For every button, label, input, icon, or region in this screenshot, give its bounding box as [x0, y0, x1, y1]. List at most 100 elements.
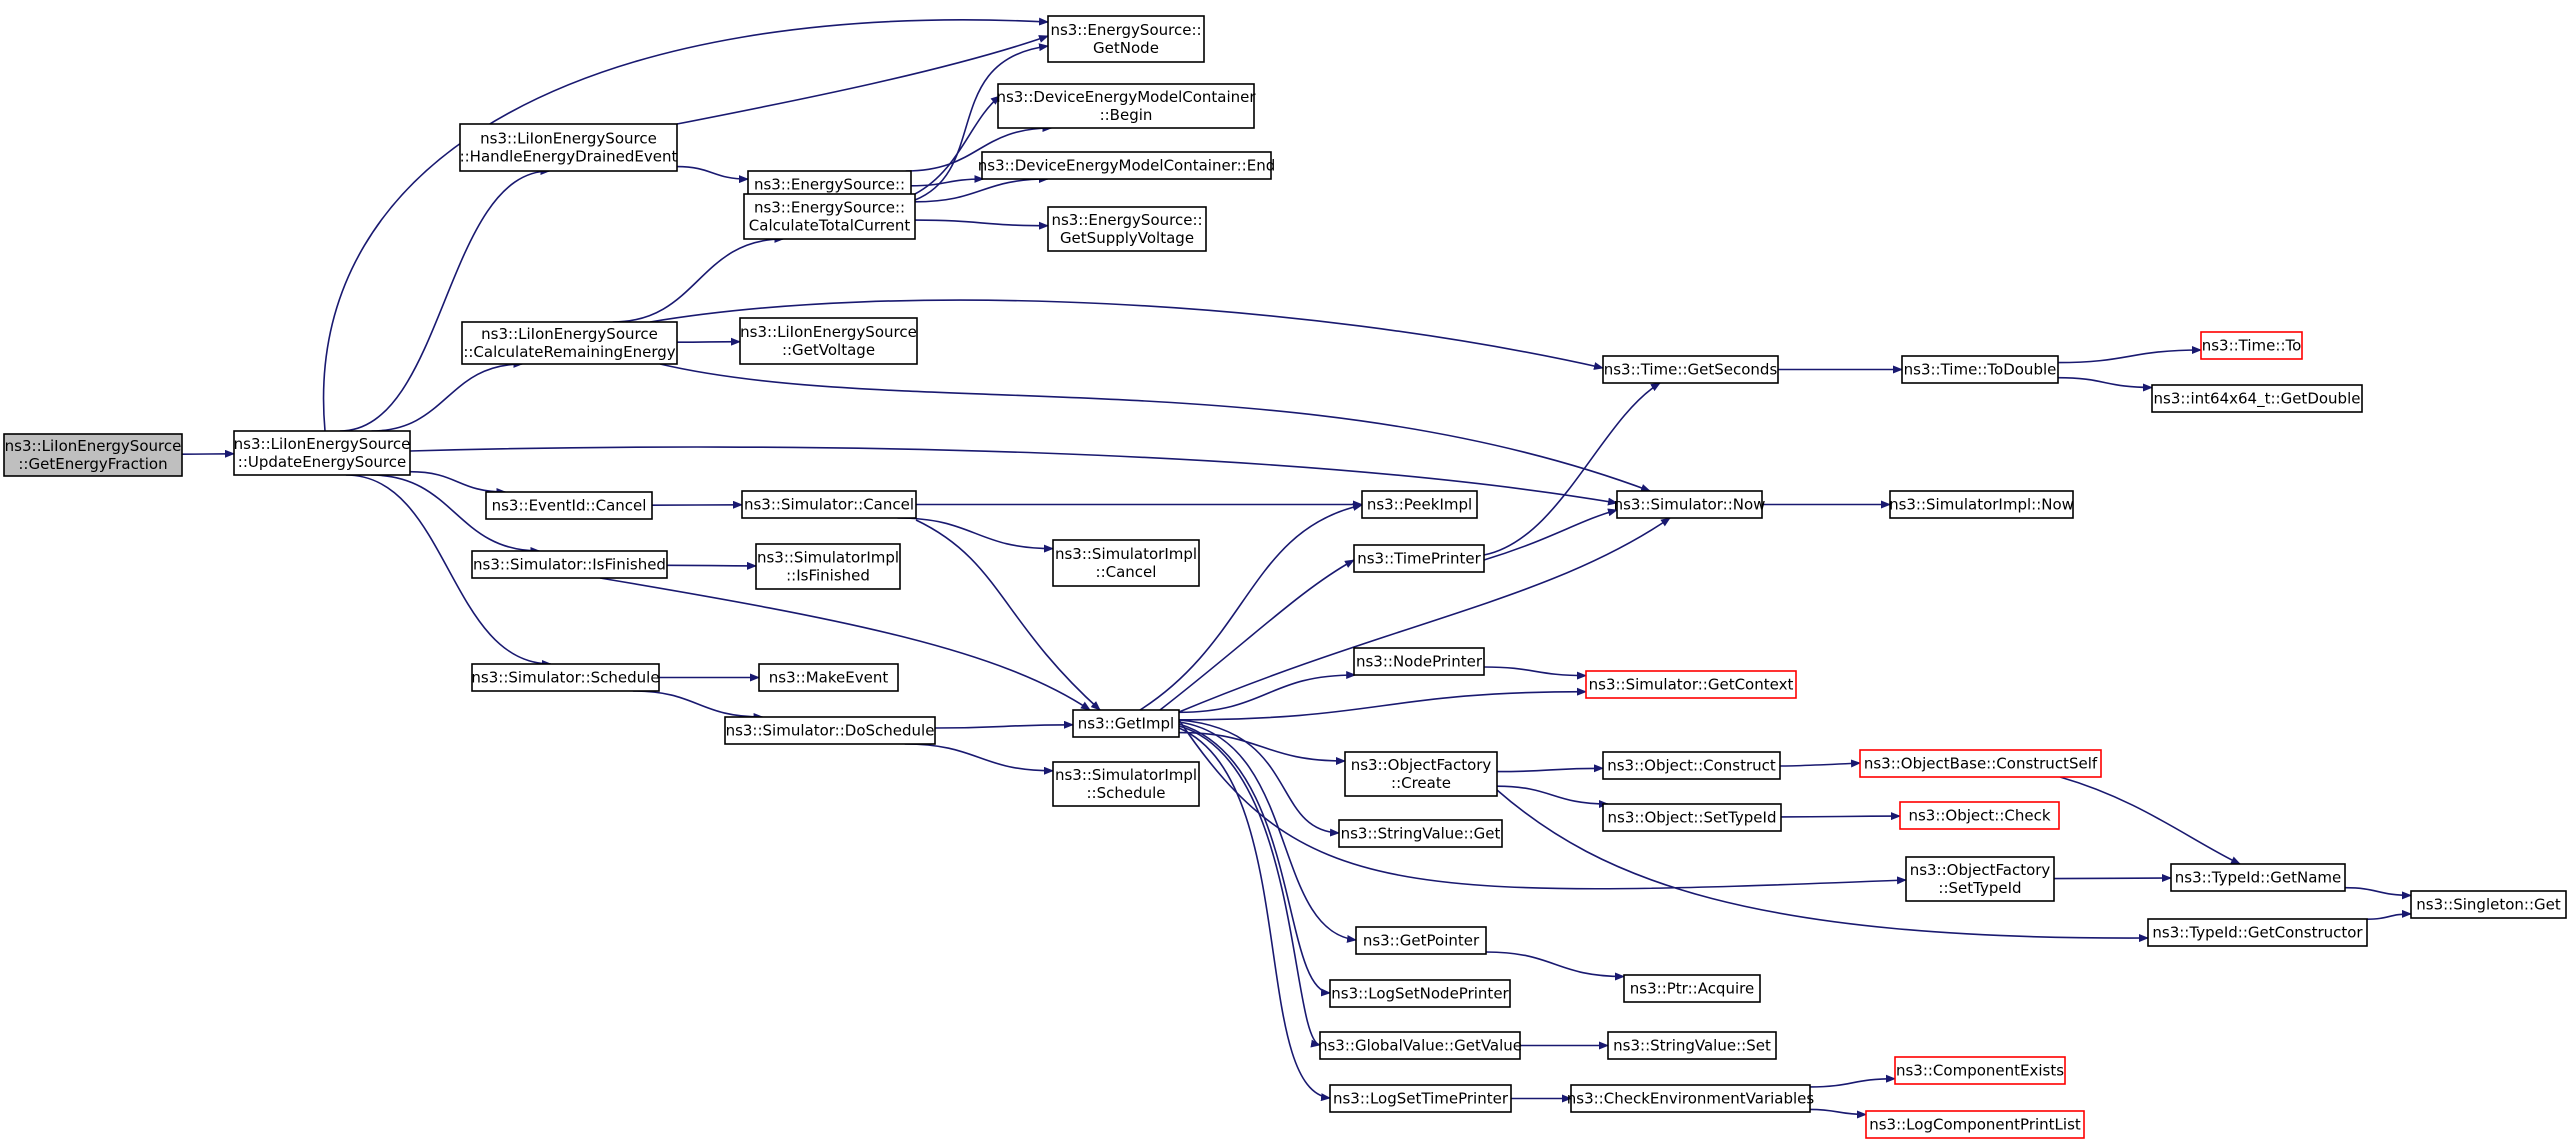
node-och[interactable]: ns3::Object::Check [1899, 801, 2060, 830]
node-sgc[interactable]: ns3::Simulator::GetContext [1585, 670, 1797, 699]
node-obcs[interactable]: ns3::ObjectBase::ConstructSelf [1859, 749, 2102, 778]
node-label-line: ns3::LiIonEnergySource [234, 435, 411, 453]
node-label-line: ::Begin [1100, 106, 1153, 124]
edge-cre-to-ctc [612, 235, 785, 323]
node-cre[interactable]: ns3::LiIonEnergySource::CalculateRemaini… [461, 321, 678, 365]
node-box [1602, 355, 1779, 384]
node-gv[interactable]: ns3::LiIonEnergySource::GetVoltage [739, 317, 918, 365]
node-label-line: ::SetTypeId [1938, 879, 2021, 897]
edge-gi-to-svg [1178, 719, 1340, 837]
edge-gi-to-lstp [1178, 727, 1331, 1102]
node-label-line: CalculateTotalCurrent [749, 217, 911, 235]
node-gi[interactable]: ns3::GetImpl [1072, 709, 1180, 738]
node-sin[interactable]: ns3::SimulatorImpl::Now [1889, 490, 2074, 519]
node-tto[interactable]: ns3::Time::To [2200, 331, 2303, 360]
node-sif[interactable]: ns3::SimulatorImpl::IsFinished [755, 543, 901, 590]
node-svg[interactable]: ns3::StringValue::Get [1338, 819, 1503, 848]
node-label-line: ns3::Singleton::Get [2416, 896, 2561, 914]
edge-upd-to-sch [345, 474, 552, 668]
node-label-line: ns3::SimulatorImpl [757, 549, 899, 567]
edge-ctc-to-gsv [914, 219, 1049, 230]
node-pi[interactable]: ns3::PeekImpl [1361, 490, 1478, 519]
node-box [1585, 670, 1797, 699]
node-box [233, 430, 411, 476]
node-box [1894, 1056, 2066, 1085]
node-ss[interactable]: ns3::StringValue::Set [1607, 1031, 1777, 1060]
node-box [1905, 856, 2055, 902]
node-ofst[interactable]: ns3::ObjectFactory::SetTypeId [1905, 856, 2055, 902]
node-sis[interactable]: ns3::SimulatorImpl::Schedule [1052, 761, 1200, 807]
edge-gi-to-pi [1139, 503, 1363, 711]
node-cev[interactable]: ns3::CheckEnvironmentVariables [1567, 1084, 1815, 1113]
node-sn[interactable]: ns3::Simulator::Now [1614, 490, 1766, 519]
edge-hed-to-ned [676, 165, 749, 184]
node-np[interactable]: ns3::NodePrinter [1353, 647, 1485, 676]
node-sic[interactable]: ns3::SimulatorImpl::Cancel [1052, 539, 1200, 587]
edge-ost-to-och [1780, 812, 1901, 821]
edge-isf-to-sif [666, 561, 757, 570]
node-tgn[interactable]: ns3::TypeId::GetName [2170, 863, 2346, 892]
node-box [1607, 1031, 1777, 1060]
node-tgc[interactable]: ns3::TypeId::GetConstructor [2147, 918, 2368, 947]
node-demb[interactable]: ns3::DeviceEnergyModelContainer::Begin [996, 83, 1256, 129]
node-gp[interactable]: ns3::GetPointer [1355, 926, 1487, 955]
node-lstp[interactable]: ns3::LogSetTimePrinter [1329, 1084, 1512, 1113]
node-sch[interactable]: ns3::Simulator::Schedule [471, 663, 660, 692]
node-ofc[interactable]: ns3::ObjectFactory::Create [1344, 751, 1498, 797]
node-ce[interactable]: ns3::ComponentExists [1894, 1056, 2066, 1085]
node-label-line: ns3::Object::SetTypeId [1608, 809, 1777, 827]
edge-sch-to-ds [632, 690, 764, 721]
node-upd[interactable]: ns3::LiIonEnergySource::UpdateEnergySour… [233, 430, 411, 476]
node-tgs[interactable]: ns3::Time::GetSeconds [1602, 355, 1779, 384]
node-label-line: ns3::CheckEnvironmentVariables [1567, 1090, 1815, 1108]
edge-np-to-sgc [1483, 666, 1587, 680]
node-hed[interactable]: ns3::LiIonEnergySource::HandleEnergyDrai… [459, 123, 678, 172]
node-box [1329, 979, 1511, 1008]
node-lcpl[interactable]: ns3::LogComponentPrintList [1865, 1110, 2085, 1139]
node-box [1052, 761, 1200, 807]
edge-ned-to-demb [905, 124, 1053, 172]
node-box [1338, 819, 1503, 848]
node-ost[interactable]: ns3::Object::SetTypeId [1602, 803, 1782, 832]
edge-gi-to-ofst [1178, 719, 1907, 890]
node-i64[interactable]: ns3::int64x64_t::GetDouble [2151, 384, 2363, 413]
node-label-line: ns3::LiIonEnergySource [481, 325, 658, 343]
node-tp[interactable]: ns3::TimePrinter [1353, 544, 1485, 573]
edge-gi-to-sgc [1178, 687, 1587, 721]
node-gn[interactable]: ns3::EnergySource::GetNode [1047, 15, 1205, 63]
node-ds[interactable]: ns3::Simulator::DoSchedule [724, 716, 936, 745]
node-pa[interactable]: ns3::Ptr::Acquire [1623, 974, 1761, 1003]
node-oc[interactable]: ns3::Object::Construct [1602, 751, 1781, 780]
node-isf[interactable]: ns3::Simulator::IsFinished [471, 550, 668, 579]
node-sg[interactable]: ns3::Singleton::Get [2410, 890, 2567, 919]
node-label-line: ns3::Object::Check [1908, 807, 2050, 825]
node-label-line: ns3::NodePrinter [1356, 653, 1483, 671]
node-label-line: ns3::SimulatorImpl [1055, 766, 1197, 784]
edge-ttd-to-tto [2057, 346, 2202, 364]
edge-gi-to-gp [1178, 721, 1357, 943]
node-box [1602, 751, 1781, 780]
node-lsnp[interactable]: ns3::LogSetNodePrinter [1329, 979, 1511, 1008]
node-label-line: ns3::Simulator::DoSchedule [726, 722, 935, 740]
node-box [2151, 384, 2363, 413]
node-box [1329, 1084, 1512, 1113]
node-box [1319, 1031, 1521, 1060]
node-evc[interactable]: ns3::EventId::Cancel [485, 491, 653, 520]
node-gvgv[interactable]: ns3::GlobalValue::GetValue [1318, 1031, 1522, 1060]
edge-tp-to-tgs [1483, 382, 1661, 556]
node-ttd[interactable]: ns3::Time::ToDouble [1901, 355, 2059, 384]
node-label-line: ::Schedule [1086, 784, 1165, 802]
edge-gi-to-lsnp [1178, 723, 1331, 997]
node-label-line: ns3::LiIonEnergySource [740, 323, 917, 341]
node-gsv[interactable]: ns3::EnergySource::GetSupplyVoltage [1047, 206, 1207, 252]
node-simc[interactable]: ns3::Simulator::Cancel [741, 490, 917, 519]
node-label-line: ns3::TypeId::GetConstructor [2152, 924, 2363, 942]
node-label-line: ns3::Simulator::Cancel [744, 496, 914, 514]
node-root: ns3::LiIonEnergySource::GetEnergyFractio… [3, 433, 183, 477]
node-box [1899, 801, 2060, 830]
node-label-line: ns3::DeviceEnergyModelContainer [996, 88, 1256, 106]
node-me[interactable]: ns3::MakeEvent [758, 663, 899, 692]
node-label-line: ns3::StringValue::Get [1341, 825, 1501, 843]
node-deme[interactable]: ns3::DeviceEnergyModelContainer::End [978, 151, 1275, 180]
node-ctc[interactable]: ns3::EnergySource::CalculateTotalCurrent [743, 193, 916, 240]
